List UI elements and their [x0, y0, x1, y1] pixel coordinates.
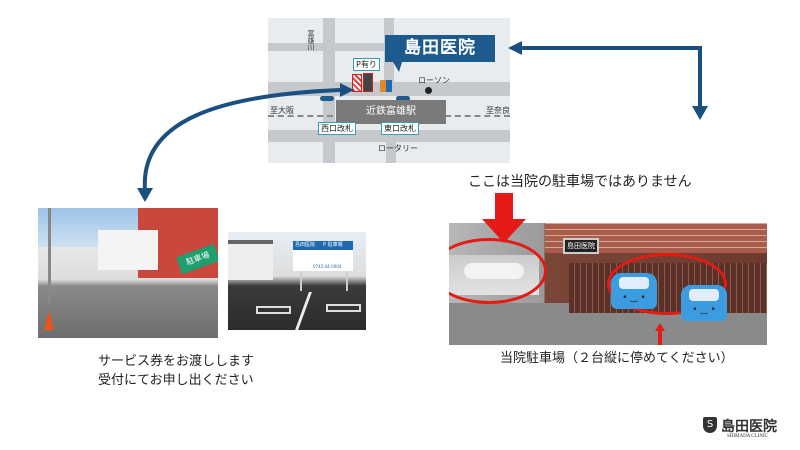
parking-signboard: 島田医院 P 駐車場 0742-44-0004	[293, 241, 353, 271]
access-map: 富雄川 P有り ローソン 至大阪 至奈良 近鉄富雄駅 西口改札 東口改札 ロータ…	[268, 18, 510, 163]
arrow-head-right-icon	[340, 83, 354, 97]
sign-phone: 0742-44-0004	[313, 264, 342, 269]
bus-stop-icon	[396, 96, 410, 101]
to-osaka-label: 至大阪	[270, 106, 294, 115]
shield-s-icon: S	[703, 417, 717, 433]
logo-name: 島田医院	[721, 419, 777, 435]
parking-lot-icon	[352, 74, 362, 92]
river-label: 富雄川	[307, 30, 315, 51]
parking-sign-text: 駐車場	[185, 250, 211, 267]
big-red-arrow-down-icon	[482, 193, 526, 243]
arrow-head-down-icon	[137, 188, 153, 202]
lawson-label: ローソン	[418, 76, 450, 85]
clinic-building-icon	[380, 80, 386, 92]
traffic-cone-icon	[44, 310, 54, 330]
parking-available-label: P有り	[353, 58, 380, 71]
clinic-name-banner: 島田医院	[385, 35, 495, 62]
east-gate-label: 東口改札	[381, 122, 419, 135]
station-label: 近鉄富雄駅	[336, 100, 446, 124]
arrow-to-right-photo	[520, 46, 702, 108]
arrow-head-down-icon	[692, 106, 708, 120]
car-icon: • ‿ •	[681, 285, 727, 321]
clinic-parking-circle	[607, 253, 727, 315]
lawson-marker-icon	[425, 87, 432, 94]
parking-lot-photo: 島田医院 P 駐車場 0742-44-0004	[228, 232, 366, 330]
clinic-name-plate: 島田医院	[563, 238, 599, 254]
sign-clinic-name: 島田医院	[295, 242, 316, 248]
clinic-logo: S 島田医院 SHIMADA CLINIC	[703, 416, 793, 442]
parking-entrance-photo: 駐車場	[38, 208, 218, 338]
banner-pointer	[393, 62, 402, 72]
service-ticket-line1: サービス券をお渡しします	[98, 354, 255, 369]
sign-parking: P 駐車場	[323, 242, 343, 248]
logo-sub: SHIMADA CLINIC	[727, 434, 768, 439]
clinic-building-icon	[386, 80, 392, 92]
to-nara-label: 至奈良	[486, 106, 510, 115]
other-parking-circle	[449, 238, 547, 304]
bus-stop-icon	[320, 96, 334, 101]
car-icon: • ‿ •	[611, 273, 657, 309]
rotary-label: ロータリー	[378, 144, 418, 153]
clinic-parking-caption: 当院駐車場（２台縦に停めてください）	[500, 351, 734, 366]
arrow-head-left-icon	[508, 41, 522, 55]
building-icon	[363, 73, 373, 92]
curved-arrow-to-parking	[142, 88, 341, 191]
not-our-parking-note: ここは当院の駐車場ではありません	[468, 174, 692, 190]
clinic-parking-photo: 島田医院 • ‿ • • ‿ •	[449, 223, 767, 345]
small-red-arrow-up-icon	[655, 323, 665, 331]
west-gate-label: 西口改札	[318, 122, 356, 135]
service-ticket-line2: 受付にてお申し出ください	[98, 373, 254, 388]
